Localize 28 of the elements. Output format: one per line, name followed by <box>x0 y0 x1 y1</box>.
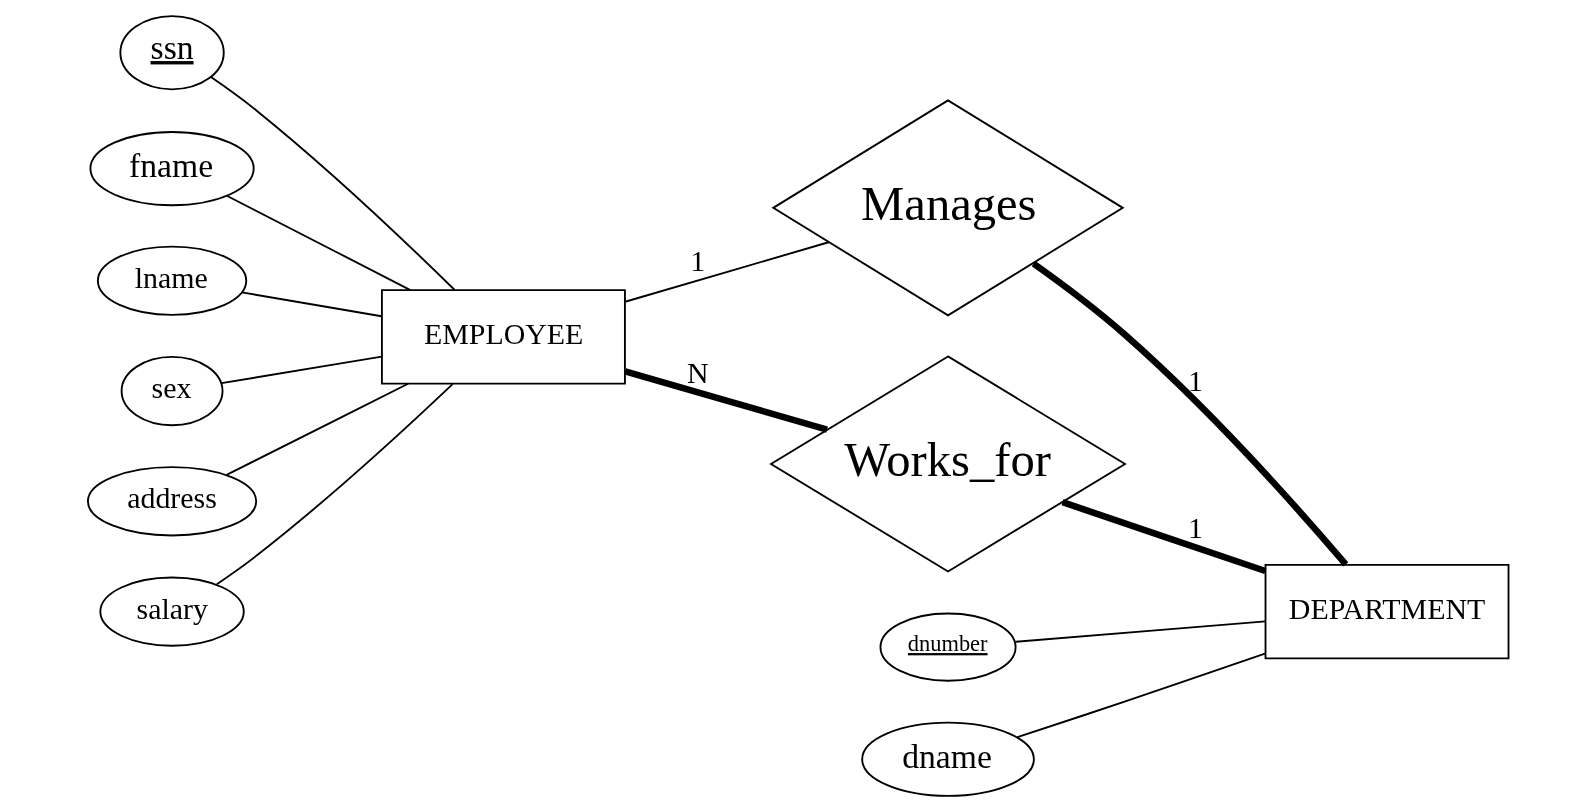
node-ellipse: sex <box>120 355 224 427</box>
node-box: EMPLOYEE <box>380 289 626 385</box>
connector <box>225 382 409 476</box>
connector <box>1014 620 1267 643</box>
node-ellipse: dnumber <box>879 612 1017 682</box>
node-ellipse: dname <box>861 721 1035 797</box>
connector <box>624 241 830 303</box>
node-diamond: Manages <box>771 99 1125 317</box>
connector <box>624 368 828 433</box>
edge-label: 1 <box>690 244 706 278</box>
connector <box>1016 652 1266 739</box>
connector <box>1031 260 1349 567</box>
node-ellipse: address <box>87 466 258 537</box>
connector <box>240 291 383 318</box>
node-ellipse: salary <box>99 576 245 647</box>
node-ellipse: lname <box>96 245 248 316</box>
connector <box>210 76 456 291</box>
node-ellipse: fname <box>89 131 255 207</box>
edge-label: N <box>687 356 709 390</box>
edge-label: 1 <box>1187 511 1203 545</box>
connector <box>1061 499 1267 575</box>
connector <box>220 355 383 385</box>
node-diamond: Works_for <box>769 355 1127 573</box>
connector <box>226 195 412 291</box>
edge-label: 1 <box>1187 363 1203 397</box>
node-ellipse: ssn <box>119 15 225 91</box>
node-box: DEPARTMENT <box>1264 563 1510 660</box>
connector <box>215 383 454 586</box>
